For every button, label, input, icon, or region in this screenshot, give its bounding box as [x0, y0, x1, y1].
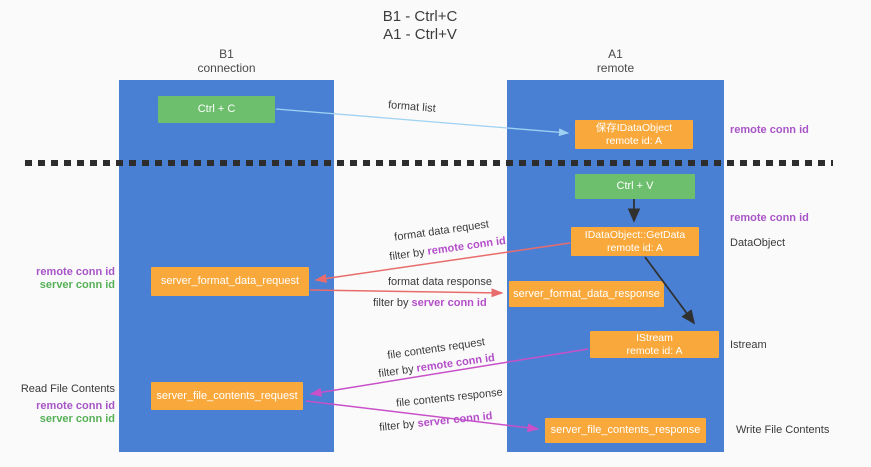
remote-conn-id-label-mid-right: remote conn id — [730, 212, 809, 224]
ctrl-v-label: Ctrl + V — [616, 180, 654, 192]
save-dataobject-box: 保存IDataObject remote id: A — [575, 120, 693, 149]
column-a1-role: remote — [596, 61, 635, 75]
server-file-contents-request-label: server_file_contents_request — [156, 389, 298, 402]
istream-line2: remote id: A — [626, 344, 683, 357]
server-conn-id-text-2: server conn id — [416, 410, 493, 430]
column-b1-name: B1 — [219, 47, 234, 61]
ctrl-c-box: Ctrl + C — [158, 96, 275, 123]
format-data-response-label: format data response — [388, 276, 492, 288]
server-conn-id-label-mid-left: server conn id — [39, 279, 115, 291]
getdata-box: IDataObject::GetData remote id: A — [571, 227, 699, 256]
server-file-contents-response-label: server_file_contents_response — [550, 424, 701, 436]
getdata-line1: IDataObject::GetData — [584, 228, 686, 241]
getdata-line2: remote id: A — [606, 241, 664, 254]
ctrl-v-box: Ctrl + V — [575, 174, 695, 199]
column-b1-role: connection — [197, 61, 256, 75]
server-file-contents-request-box: server_file_contents_request — [151, 382, 303, 410]
column-a1-name: A1 — [608, 47, 623, 61]
column-header-b1: B1 connection — [119, 47, 334, 75]
remote-conn-id-label-mid-left: remote conn id — [36, 266, 115, 278]
column-header-a1: A1 remote — [507, 47, 724, 75]
file-contents-response-label: file contents response — [395, 386, 504, 410]
dataobject-label: DataObject — [730, 237, 786, 249]
ctrl-c-label: Ctrl + C — [197, 103, 236, 115]
title-line-2: A1 - Ctrl+V — [383, 26, 457, 43]
write-file-contents-label: Write File Contents — [736, 424, 830, 436]
server-format-data-response-label: server_format_data_response — [513, 287, 660, 300]
filter-by-text-1: filter by — [388, 245, 429, 264]
server-conn-id-label-bottom-left: server conn id — [39, 413, 115, 425]
remote-conn-id-label-bottom-left: remote conn id — [36, 400, 115, 412]
filter-by-text-3: filter by — [377, 362, 418, 381]
server-format-data-request-box: server_format_data_request — [151, 267, 309, 296]
server-file-contents-response-box: server_file_contents_response — [545, 418, 706, 443]
istream-box: IStream remote id: A — [590, 331, 719, 358]
save-dataobject-line2: remote id: A — [605, 134, 663, 147]
filter-server-conn-id-1: filter by server conn id — [373, 297, 487, 310]
remote-conn-id-label-top-right: remote conn id — [730, 124, 809, 136]
read-file-contents-label: Read File Contents — [20, 383, 115, 395]
save-dataobject-line1: 保存IDataObject — [595, 121, 673, 134]
server-conn-id-text-1: server conn id — [411, 297, 487, 309]
istream-line1: IStream — [636, 331, 673, 344]
server-format-data-response-box: server_format_data_response — [509, 281, 664, 307]
filter-server-conn-id-2: filter by server conn id — [379, 410, 493, 435]
diagram-title: B1 - Ctrl+C A1 - Ctrl+V — [320, 8, 520, 44]
title-line-1: B1 - Ctrl+C — [382, 8, 458, 25]
arrow-format-data-response — [309, 288, 504, 298]
filter-by-text-2: filter by — [373, 297, 412, 309]
filter-by-text-4: filter by — [378, 417, 419, 434]
server-format-data-request-label: server_format_data_request — [160, 275, 300, 287]
istream-side-label: Istream — [730, 339, 767, 351]
format-list-label: format list — [387, 99, 437, 115]
